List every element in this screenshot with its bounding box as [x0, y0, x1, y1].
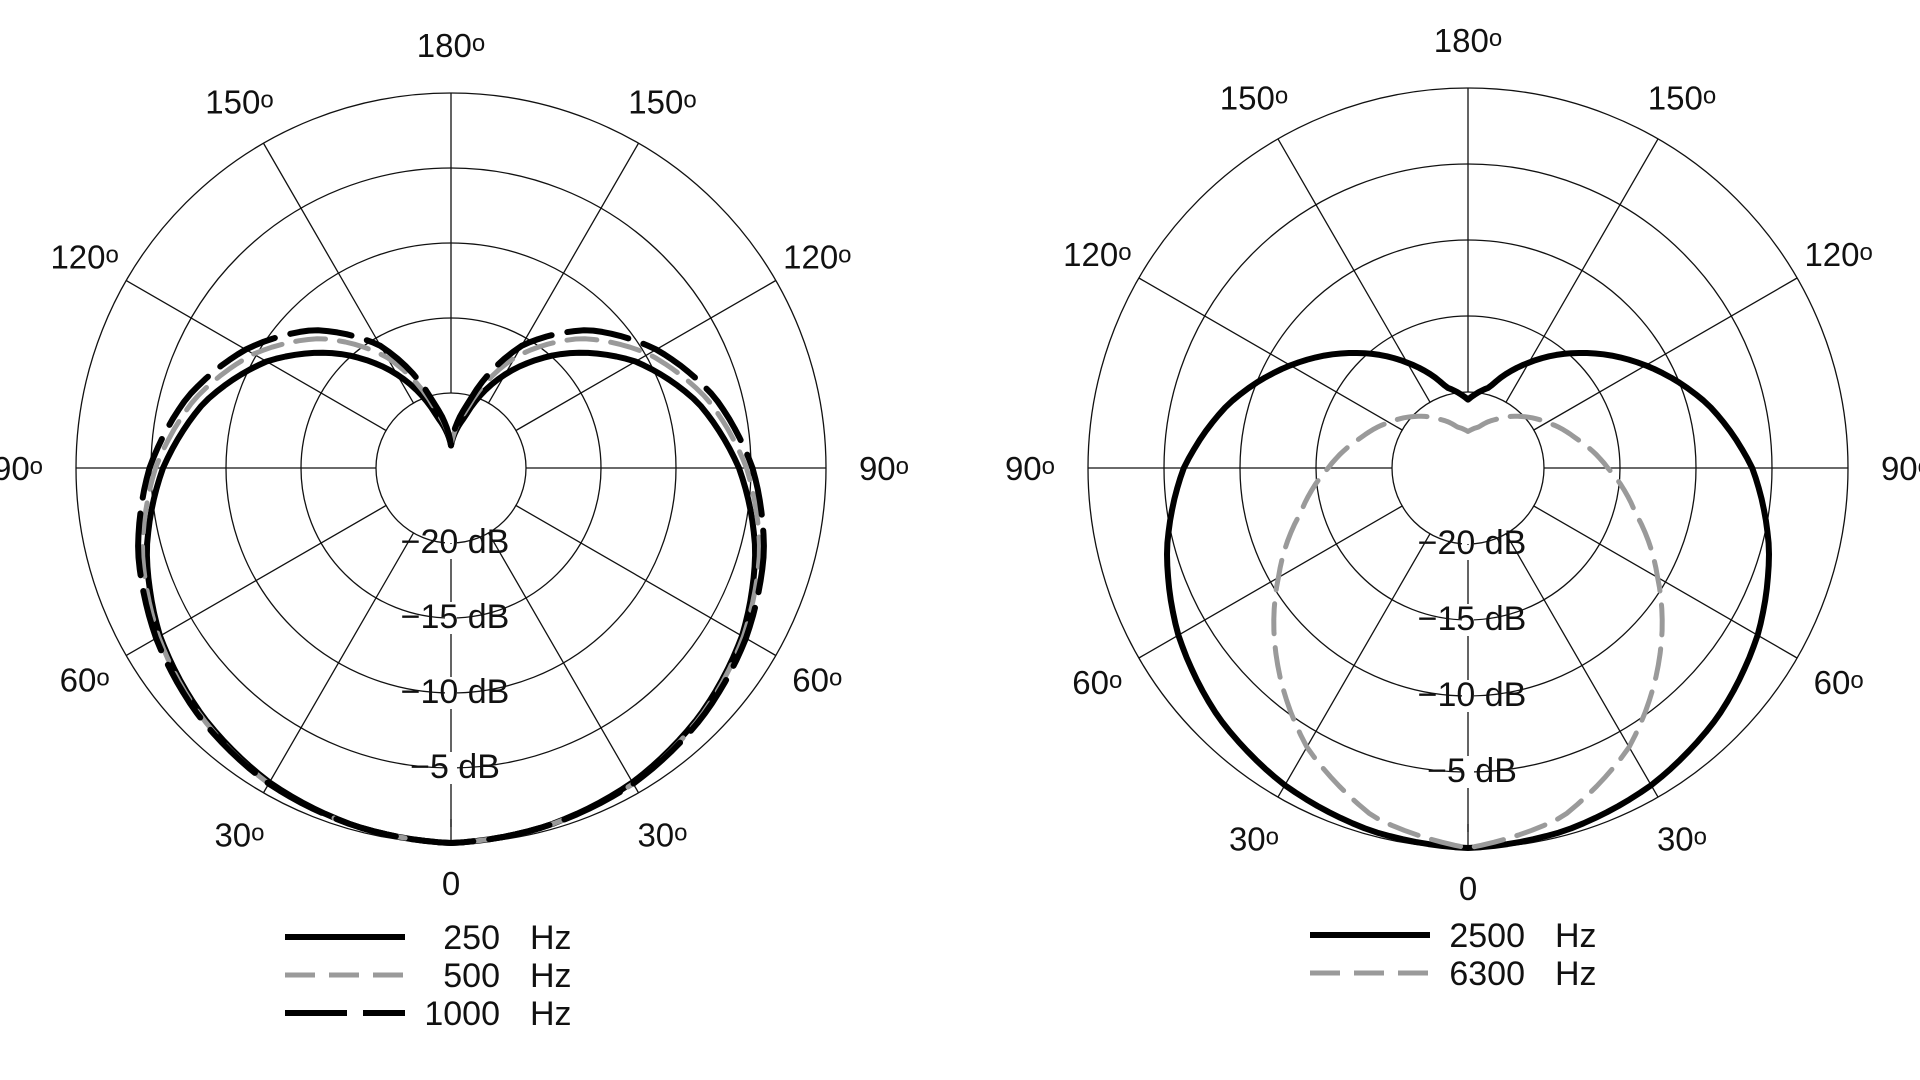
angle-tick-label: 120o [783, 239, 851, 276]
grid-spoke [1138, 505, 1403, 659]
angle-tick-label: 90o [859, 450, 909, 487]
degree-mark: o [1703, 82, 1716, 109]
angle-tick-label: 30o [214, 816, 264, 853]
degree-mark: o [1118, 239, 1131, 266]
degree-mark: o [1109, 667, 1122, 694]
angle-tick-label: 120o [50, 239, 118, 276]
angle-tick-label: 180o [417, 27, 485, 64]
angle-tick-label: 90o [1005, 450, 1055, 487]
degree-mark: o [106, 242, 119, 269]
grid-spoke [515, 504, 777, 657]
angle-tick-label: 150o [205, 84, 273, 121]
grid-spoke [1138, 277, 1403, 431]
angle-tick-label: 120o [1804, 236, 1872, 273]
axis-label-backdrop [1462, 542, 1474, 824]
legend-label: 250 [443, 919, 500, 957]
degree-mark: o [838, 242, 851, 269]
grid-spoke [1277, 533, 1431, 798]
degree-mark: o [96, 665, 109, 692]
angle-tick-label: 150o [1220, 79, 1288, 116]
degree-mark: o [1275, 82, 1288, 109]
angle-tick-label: 90o [0, 450, 43, 487]
grid-spoke [262, 142, 415, 404]
degree-mark: o [472, 30, 485, 57]
degree-mark: o [1918, 453, 1920, 480]
angle-tick-label: 90o [1881, 450, 1920, 487]
grid-spoke [487, 532, 640, 794]
angle-tick-label: 60o [792, 662, 842, 699]
grid-spoke [1505, 533, 1659, 798]
grid-spoke [1533, 277, 1798, 431]
grid-spoke [1505, 138, 1659, 403]
angle-tick-label: 120o [1063, 236, 1131, 273]
angle-tick-label: 30o [637, 816, 687, 853]
radial-tick-label: −15 dB [1418, 600, 1527, 638]
degree-mark: o [683, 87, 696, 114]
radial-tick-label: −20 dB [1418, 524, 1527, 562]
polar-chart-right: −20 dB −15 dB −10 dB −5 dB 180o 150o 150o 120o 1… [1005, 22, 1920, 907]
grid-spoke [125, 504, 387, 657]
grid-spoke [1277, 138, 1431, 403]
legend-unit: Hz [1555, 917, 1597, 955]
degree-mark: o [674, 819, 687, 846]
angle-tick-label: 150o [1648, 79, 1716, 116]
angle-tick-label: 150o [628, 84, 696, 121]
angle-tick-label: 60o [1814, 664, 1864, 701]
legend-label: 1000 [424, 995, 500, 1033]
legend-unit: Hz [530, 995, 572, 1033]
legend-label: 6300 [1449, 955, 1525, 993]
grid-spoke [262, 532, 415, 794]
degree-mark: o [1489, 25, 1502, 52]
series-curve-1000-hz [135, 327, 767, 846]
grid-ring [375, 392, 527, 544]
angle-tick-label: 0 [1459, 870, 1477, 907]
radial-tick-label: −5 dB [1427, 752, 1517, 790]
radial-tick-label: −15 dB [401, 598, 510, 636]
legend-unit: Hz [1555, 955, 1597, 993]
grid-spoke [1533, 505, 1798, 659]
angle-tick-label: 30o [1229, 821, 1279, 858]
grid-spoke [515, 279, 777, 432]
degree-mark: o [251, 819, 264, 846]
radial-tick-label: −10 dB [1418, 676, 1527, 714]
legend-unit: Hz [530, 919, 572, 957]
radial-tick-label: −10 dB [401, 673, 510, 711]
degree-mark: o [1850, 667, 1863, 694]
series-curve-2500-hz [1164, 350, 1772, 851]
degree-mark: o [896, 453, 909, 480]
angle-tick-label: 30o [1657, 821, 1707, 858]
degree-mark: o [1266, 824, 1279, 851]
axis-label-backdrop [445, 541, 457, 819]
legend-label: 2500 [1449, 917, 1525, 955]
radial-tick-label: −20 dB [401, 523, 510, 561]
degree-mark: o [1860, 239, 1873, 266]
degree-mark: o [1694, 824, 1707, 851]
legend-label: 500 [443, 957, 500, 995]
degree-mark: o [1042, 453, 1055, 480]
degree-mark: o [30, 453, 43, 480]
degree-mark: o [829, 665, 842, 692]
angle-tick-label: 60o [60, 662, 110, 699]
grid-spoke [487, 142, 640, 404]
radial-tick-label: −5 dB [410, 748, 500, 786]
degree-mark: o [260, 87, 273, 114]
angle-tick-label: 60o [1072, 664, 1122, 701]
legend-unit: Hz [530, 957, 572, 995]
angle-tick-label: 180o [1434, 22, 1502, 59]
angle-tick-label: 0 [442, 865, 460, 902]
polar-chart-left: −20 dB −15 dB −10 dB −5 dB 180o 150o 150o 120o 1… [0, 27, 909, 902]
